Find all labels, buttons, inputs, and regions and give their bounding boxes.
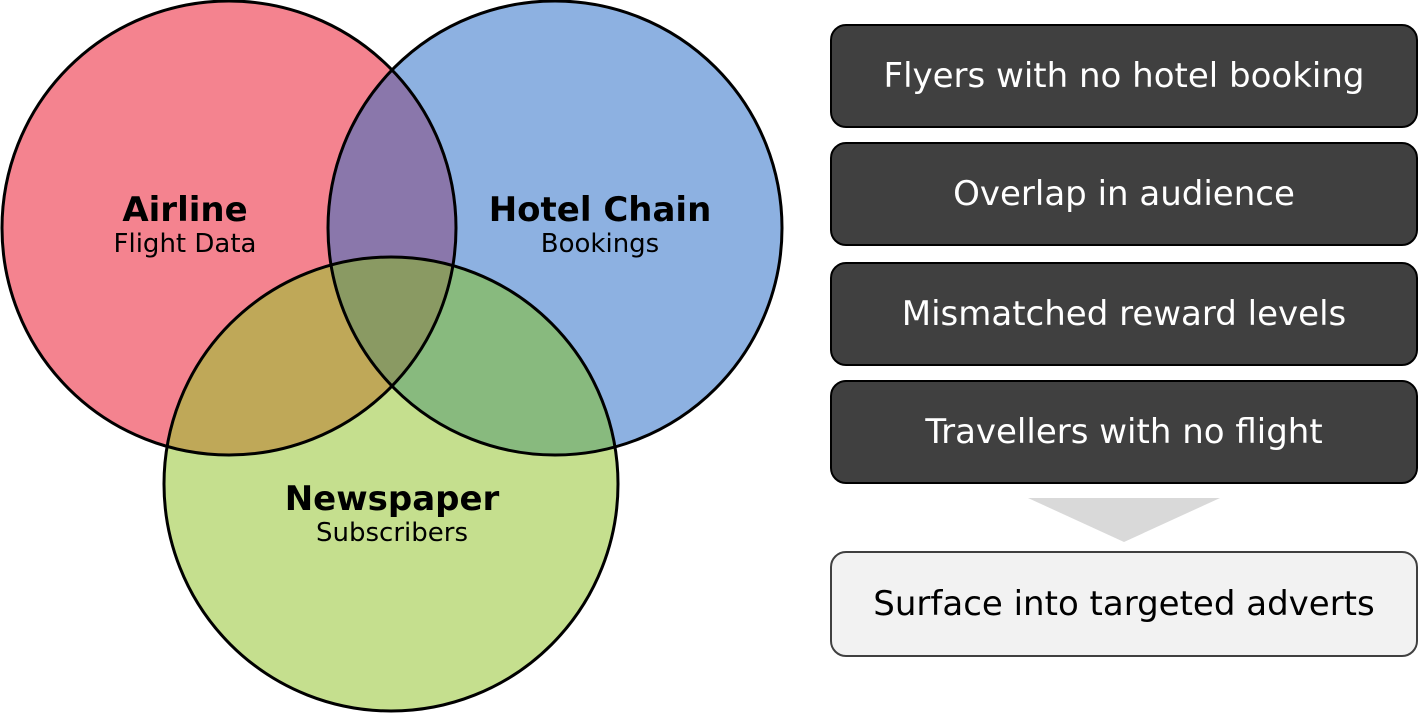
newspaper-circle-outline [162, 255, 620, 713]
airline-circle-outline [0, 0, 458, 457]
step-box-mismatched-rewards: Mismatched reward levels [830, 262, 1418, 366]
down-arrow-shape [1028, 498, 1220, 542]
down-arrow-icon [1028, 498, 1220, 542]
hotel-chain-subtitle: Bookings [540, 229, 660, 259]
hotel-chain-title: Hotel Chain [488, 190, 712, 230]
hotel-chain-label: Hotel Chain Bookings [489, 191, 712, 259]
result-box-targeted-adverts: Surface into targeted adverts [830, 551, 1418, 657]
step-box-overlap-audience: Overlap in audience [830, 142, 1418, 246]
hotel-newspaper-overlap [328, 257, 618, 455]
airline-newspaper-overlap [164, 257, 456, 455]
newspaper-label: Newspaper Subscribers [285, 480, 500, 548]
venn-diagram [0, 0, 784, 713]
step-box-flyers-no-hotel: Flyers with no hotel booking [830, 24, 1418, 128]
hotel-circle-outline [326, 0, 784, 457]
step-box-travellers-no-flight: Travellers with no flight [830, 380, 1418, 484]
newspaper-subtitle: Subscribers [316, 518, 468, 548]
airline-subtitle: Flight Data [113, 229, 257, 259]
airline-title: Airline [122, 190, 248, 230]
airline-label: Airline Flight Data [114, 191, 257, 259]
newspaper-title: Newspaper [284, 479, 500, 519]
